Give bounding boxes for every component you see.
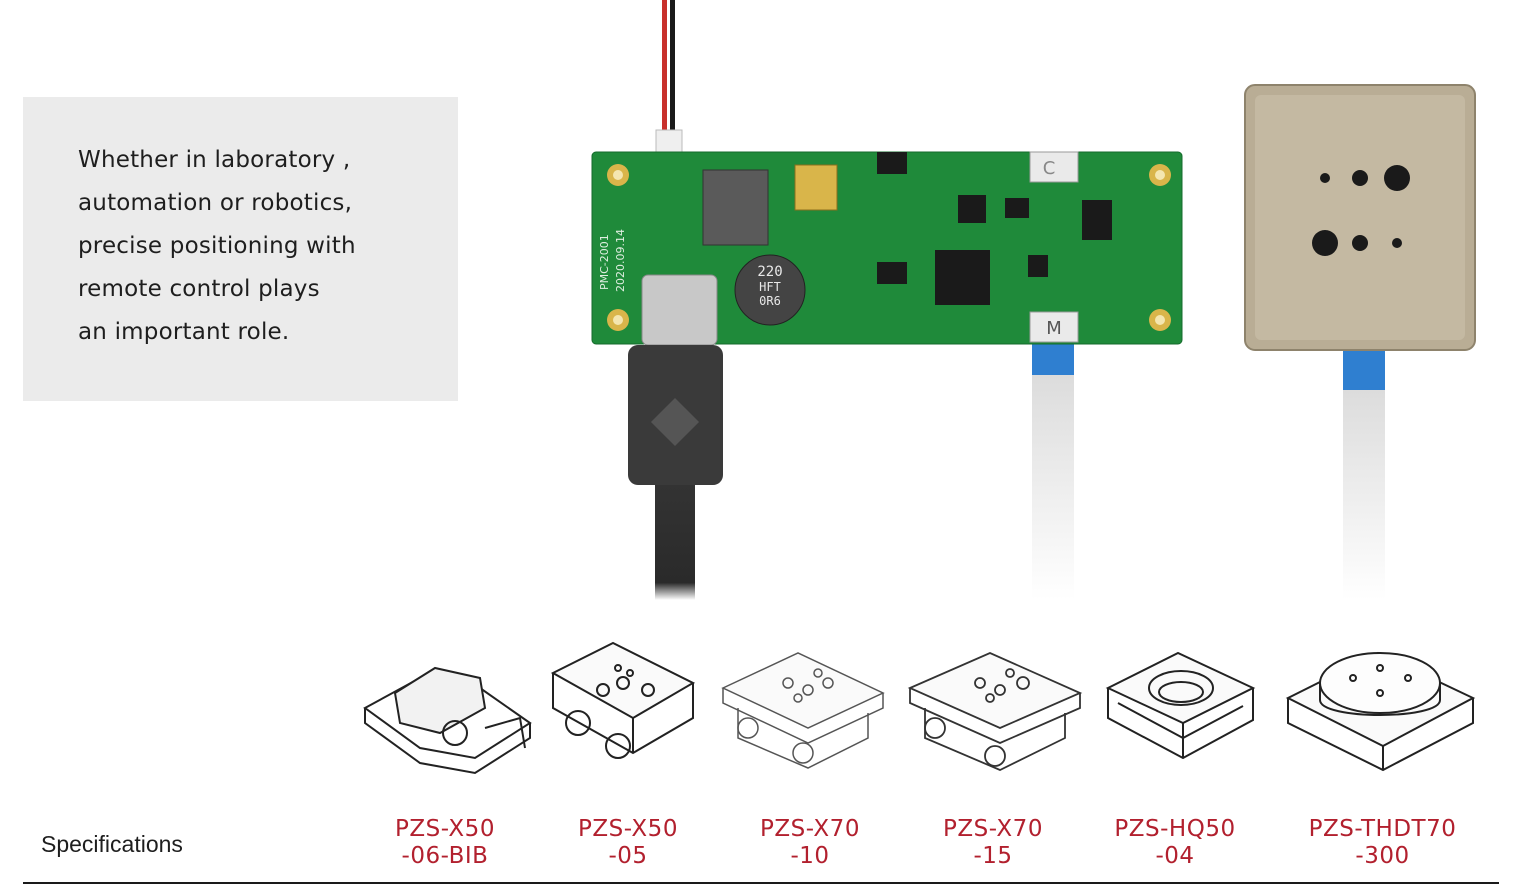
model-2-line-2: -05 [608,843,648,869]
controller-board-image: 220 HFT 0R6 PMC-2001 2020.09.14 C M [591,0,1183,600]
model-6-line-1: PZS-THDT70 [1308,816,1457,842]
board-model-text: PMC-2001 [598,234,611,290]
intro-line-2: automation or robotics, [78,190,353,216]
connector-m-label: M [1046,318,1062,339]
model-label-1: PZS-X50 -06-BIB [370,816,520,870]
stage-drawing-pzs-x70-10 [721,652,885,769]
model-4-line-1: PZS-X70 [943,816,1043,842]
model-label-2: PZS-X50 -05 [553,816,703,870]
connector-c-label: C [1043,158,1056,179]
model-5-line-2: -04 [1155,843,1195,869]
intro-line-4: remote control plays [78,276,320,302]
stage-drawing-pzs-hq50-04 [1105,651,1256,760]
model-4-line-2: -15 [973,843,1013,869]
model-label-3: PZS-X70 -10 [735,816,885,870]
model-3-line-1: PZS-X70 [760,816,860,842]
stage-drawing-pzs-x50-05 [550,641,696,759]
model-label-5: PZS-HQ50 -04 [1095,816,1255,870]
model-3-line-2: -10 [790,843,830,869]
model-6-line-2: -300 [1355,843,1410,869]
stage-drawing-pzs-x50-06-bib [363,666,532,775]
stage-drawing-pzs-x70-15 [907,652,1083,771]
intro-panel: Whether in laboratory , automation or ro… [23,97,458,401]
capacitor-text-1: 220 [757,264,782,280]
stage-drawing-pzs-thdt70-300 [1285,651,1476,772]
intro-line-1: Whether in laboratory , [78,147,351,173]
capacitor-text-3: 0R6 [759,294,781,308]
intro-text: Whether in laboratory , automation or ro… [78,139,438,354]
intro-line-3: precise positioning with [78,233,356,259]
model-label-4: PZS-X70 -15 [918,816,1068,870]
capacitor-text-2: HFT [759,280,781,294]
intro-line-5: an important role. [78,319,290,345]
specifications-label: Specifications [41,831,183,857]
piezo-stage-image [1244,84,1476,600]
model-2-line-1: PZS-X50 [578,816,678,842]
table-top-rule [23,882,1499,884]
model-label-6: PZS-THDT70 -300 [1290,816,1475,870]
board-date-text: 2020.09.14 [614,229,627,292]
model-1-line-1: PZS-X50 [395,816,495,842]
model-1-line-2: -06-BIB [401,843,489,869]
model-5-line-1: PZS-HQ50 [1114,816,1236,842]
